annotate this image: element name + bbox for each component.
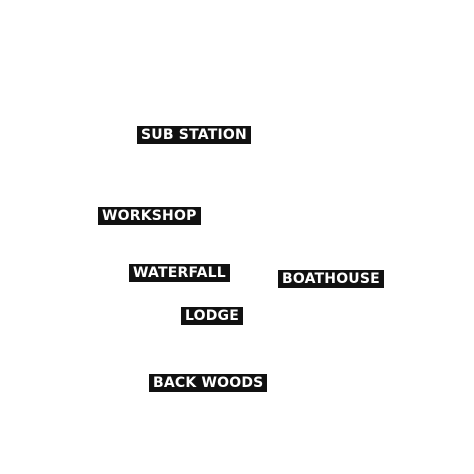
location-label-lodge[interactable]: LODGE — [181, 307, 243, 325]
location-label-waterfall[interactable]: WATERFALL — [129, 264, 230, 282]
location-label-back-woods[interactable]: BACK WOODS — [149, 374, 268, 392]
location-label-boathouse[interactable]: BOATHOUSE — [278, 270, 384, 288]
location-label-workshop[interactable]: WORKSHOP — [98, 207, 201, 225]
location-label-sub-station[interactable]: SUB STATION — [137, 126, 251, 144]
